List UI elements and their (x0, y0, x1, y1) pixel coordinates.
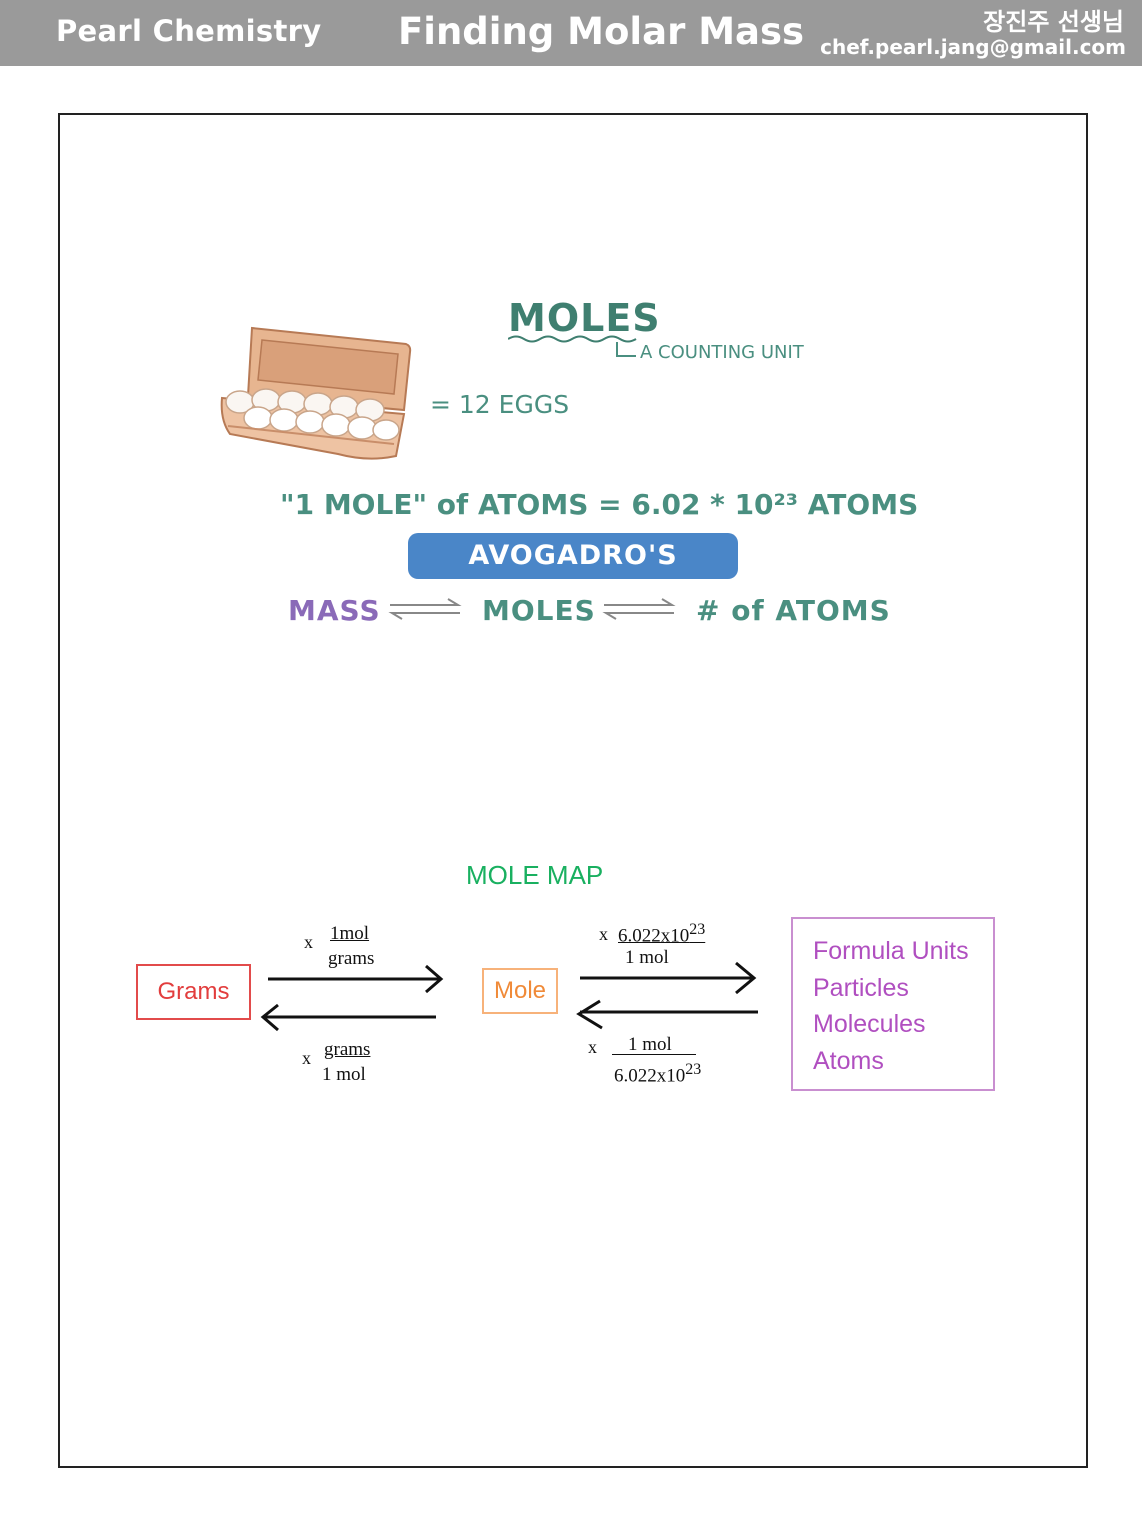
factor-inverse-denominator: 6.022x1023 (614, 1061, 702, 1087)
brand-name: Pearl Chemistry (56, 14, 322, 48)
grams-box: Grams (136, 964, 251, 1020)
flow-mass: MASS (288, 594, 381, 627)
counting-unit-note: A COUNTING UNIT (640, 342, 804, 363)
unit-particles: Particles (813, 973, 909, 1002)
arrow-mole-to-grams (260, 1003, 436, 1032)
equilibrium-arrow-1 (388, 598, 462, 620)
page-title: Finding Molar Mass (398, 10, 805, 53)
multiply-sign-2: x (302, 1048, 311, 1068)
egg-carton-illustration (220, 326, 412, 460)
factor-mol-to-g-denominator: 1 mol (322, 1064, 366, 1085)
author-email: chef.pearl.jang@gmail.com (820, 35, 1126, 59)
particles-box: Formula Units Particles Molecules Atoms (791, 917, 995, 1091)
header-bar: Pearl Chemistry Finding Molar Mass 장진주 선… (0, 0, 1142, 66)
squiggle-underline (508, 335, 637, 343)
factor-mol-to-g-numerator: grams (324, 1039, 371, 1060)
mole-equation: "1 MOLE" of ATOMS = 6.02 * 10²³ ATOMS (280, 488, 919, 521)
factor-inverse-numerator: 1 mol (628, 1034, 672, 1055)
author-name: 장진주 선생님 (983, 8, 1124, 36)
mole-box: Mole (482, 968, 558, 1014)
flow-atoms: # of ATOMS (696, 594, 891, 627)
unit-atoms: Atoms (813, 1046, 884, 1075)
multiply-sign-1: x (304, 932, 313, 952)
factor-g-to-mol-numerator: 1mol (330, 923, 370, 944)
factor-g-to-mol-denominator: grams (328, 948, 375, 969)
bracket-arrow (616, 342, 636, 357)
fraction-line (612, 1054, 696, 1055)
avogadro-badge: AVOGADRO'S NUMBER (408, 533, 738, 617)
arrow-mole-to-particles (580, 961, 757, 995)
flow-moles: MOLES (482, 594, 596, 627)
mole-map-title: MOLE MAP (466, 860, 604, 890)
worksheet-frame (58, 113, 1088, 1468)
unit-formula-units: Formula Units (813, 937, 969, 965)
equilibrium-arrow-2 (602, 598, 676, 620)
factor-avogadro-denominator: 1 mol (625, 947, 669, 968)
arrow-particles-to-mole (576, 999, 758, 1030)
twelve-eggs-label: = 12 EGGS (430, 390, 570, 419)
multiply-sign-3: x (599, 924, 608, 944)
arrow-grams-to-mole (268, 964, 444, 994)
unit-molecules: Molecules (813, 1010, 926, 1038)
moles-heading: MOLES (508, 296, 661, 340)
factor-avogadro-numerator: 6.022x1023 (618, 921, 706, 947)
multiply-sign-4: x (588, 1037, 597, 1057)
